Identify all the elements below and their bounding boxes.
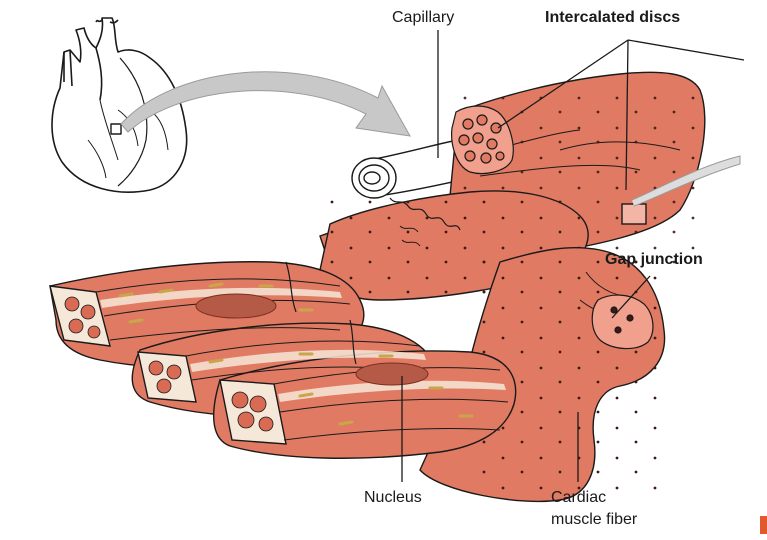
gap-junction-box [621,155,741,225]
intercalated-discs-leader [497,39,745,191]
cardiac-fiber-label-line2: muscle fiber [551,511,638,528]
nucleus-label: Nucleus [364,489,422,506]
intercalated-discs-label: Intercalated discs [545,9,681,26]
capillary-label: Capillary [392,9,455,26]
corner-mark [760,516,767,534]
cardiac-fiber-label-line1: Cardiac [551,489,607,506]
gap-junction-notch [591,294,654,350]
intercalated-disc-end [451,105,514,175]
gap-junction-leader [611,275,651,319]
leader-lines [401,30,745,482]
gap-junction-label: Gap junction [605,251,703,268]
front-muscle-fibers [49,261,517,459]
nucleus-shapes [195,293,429,386]
capillary [351,137,473,199]
heart-illustration [51,17,188,193]
magnify-arrow [120,71,411,137]
